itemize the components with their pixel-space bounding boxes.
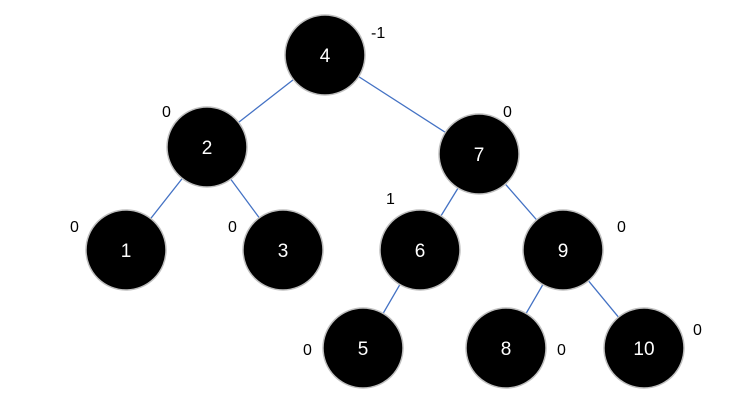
node-circle [438,113,520,195]
tree-node-6: 6 [379,209,461,291]
node-circle [284,14,366,96]
node-label: 8 [501,339,512,360]
tree-node-10: 10 [603,307,685,389]
node-label: 4 [320,46,331,67]
node-circle [603,307,685,389]
tree-node-2: 2 [166,106,248,188]
node-circle [522,209,604,291]
node-label: 1 [121,241,132,262]
balance-factor-4: -1 [371,25,385,42]
node-circle [465,307,547,389]
node-label: 5 [358,339,369,360]
node-label: 3 [278,241,289,262]
node-label: 6 [415,241,426,262]
node-circle [166,106,248,188]
node-label: 2 [202,138,213,159]
balance-factor-9: 0 [617,219,626,236]
tree-node-7: 7 [438,113,520,195]
tree-edges [125,54,645,349]
tree-node-9: 9 [522,209,604,291]
balance-factor-2: 0 [162,104,171,121]
node-label: 10 [633,339,654,360]
node-circle [379,209,461,291]
node-circle [85,209,167,291]
balance-factor-8: 0 [557,342,566,359]
tree-node-5: 5 [322,307,404,389]
balance-factor-10: 0 [693,322,702,339]
balance-factor-6: 1 [386,191,395,208]
balance-factor-5: 0 [303,342,312,359]
node-circle [322,307,404,389]
balance-factor-7: 0 [503,104,512,121]
node-circle [242,209,324,291]
node-label: 7 [474,145,485,166]
node-label: 9 [558,241,569,262]
balance-factor-1: 0 [70,219,79,236]
tree-node-1: 1 [85,209,167,291]
balance-factor-3: 0 [228,219,237,236]
tree-node-8: 8 [465,307,547,389]
tree-node-4: 4 [284,14,366,96]
tree-node-3: 3 [242,209,324,291]
